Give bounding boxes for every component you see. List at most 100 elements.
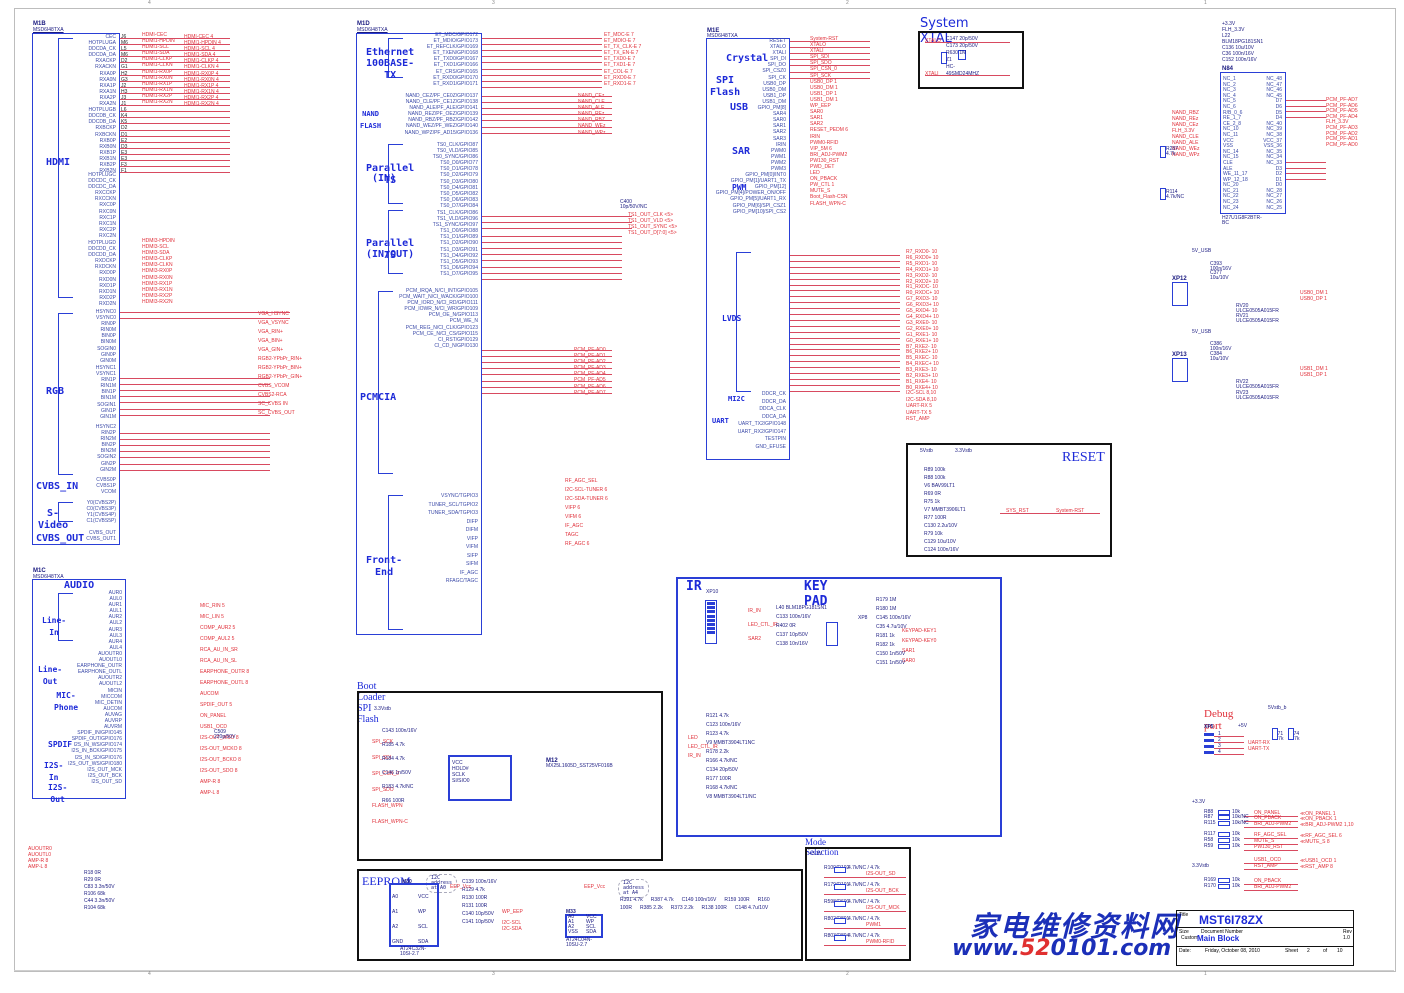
pin-name: TS0_D4/GPIO81 (440, 184, 478, 191)
ir-connector-xp10[interactable] (705, 600, 717, 644)
pin-name: AUL3 (109, 632, 122, 639)
part-label: BLM18PG181SN1 (1222, 39, 1264, 45)
net-label: SAR1 (810, 115, 824, 122)
supply-label: +3.3V (1192, 799, 1206, 805)
ref-designator: M1D (357, 21, 370, 27)
sheet-number: 2 (1307, 948, 1310, 954)
pin-name: BIN2P (101, 442, 116, 449)
debug-pin: 4 (1204, 750, 1244, 755)
offpage-connector: R0_RXDC+ 10 (906, 290, 940, 297)
pin-name: RXD2N (99, 300, 116, 307)
ir-keypad-box (676, 577, 1002, 837)
wire (482, 86, 602, 88)
keypad-connector-xp8[interactable] (826, 622, 838, 646)
pin-number: M6 (121, 40, 128, 47)
zone-label: 3 (492, 0, 495, 6)
part-label: C150 1n/50V (876, 651, 906, 657)
pin-name: VSYNC1 (95, 371, 116, 378)
pin-name: D0 (1275, 182, 1282, 189)
resistor-r114 (1160, 188, 1166, 200)
section-title-debug-port: Debug port (1204, 708, 1234, 732)
part-label: R88 100k (924, 475, 946, 481)
pin-name: SAR3 (772, 135, 786, 142)
offpage-connector: USB0_DP 1 (1300, 296, 1327, 302)
net-label: ON_PANEL (1254, 810, 1281, 816)
pin-name: HOLD# (452, 766, 469, 772)
offpage-connector: ET_MDIO-E 7 (604, 38, 636, 45)
pin-name: RXBCKP (95, 125, 116, 132)
wire (482, 242, 622, 244)
section-label-nand: NAND FLASH (360, 110, 382, 130)
net-label: PCM_PF-AD7 (1326, 97, 1358, 103)
offpage-connector: G0_RXE1+ 10 (906, 337, 939, 344)
wire (1286, 111, 1326, 113)
net-label: KEYPAD-KEY1 (902, 628, 937, 634)
pin-name: A0 (392, 894, 399, 900)
net-label: HDMI1-CLKP (142, 56, 173, 63)
pin-name: RXB1P (99, 149, 116, 156)
resistor (834, 901, 846, 907)
net-label: SYS_RST (1006, 508, 1029, 514)
ic-body-m1e (706, 38, 790, 460)
usb-connector-xp13[interactable] (1172, 358, 1188, 382)
net-label: EARPHONE_OUTL 8 (200, 680, 249, 686)
pin-name: GPIO_PM[12] (754, 184, 786, 191)
group-bracket (58, 593, 73, 641)
net-label: PWD_DET (810, 163, 835, 170)
wire (1214, 742, 1244, 743)
net-label: LED (810, 170, 820, 177)
net-label: AMP-L 8 (200, 790, 220, 796)
pin-name: RXACKP (95, 58, 116, 65)
wire (120, 68, 230, 70)
connector-pin (707, 602, 715, 605)
net-label: PWM1 (866, 922, 881, 928)
wire (120, 439, 270, 441)
reset-box (906, 443, 1112, 557)
usb-connector-xp12[interactable] (1172, 282, 1188, 306)
pin-name: A2 (568, 924, 575, 930)
supply-label: +3.3V (809, 851, 823, 857)
offpage-connector: R4_RXD1+ 10 (906, 266, 939, 273)
net-label: HDMI3-RX0N (142, 274, 173, 281)
size-value: Custom (1181, 935, 1199, 941)
pin-number: L5 (121, 46, 127, 53)
group-bracket (388, 495, 403, 630)
ic-body-n84 (1220, 72, 1286, 214)
zone-ruler-bottom: 4 3 2 1 (14, 970, 1394, 979)
pin-name: MICIN (107, 687, 122, 694)
pin-name: RFAGC/TAGC (445, 578, 478, 584)
pin-name: RXD0N (99, 276, 116, 283)
part-label: R166 4.7k/NC (706, 758, 738, 764)
part-label: C44 3.3n/50V (84, 898, 115, 904)
pin-name: NC_15 (1223, 154, 1239, 161)
pin-number: J6 (121, 34, 127, 40)
ref-designator: N84 (1222, 66, 1234, 72)
pin-name: PWM0 (771, 147, 786, 154)
pin-name: RXD0P (99, 270, 116, 277)
wire (120, 147, 230, 149)
part-label: C36 100n/16V (1222, 51, 1254, 57)
offpage-connector: ET_RXD0-E 7 (604, 74, 636, 81)
offpage-connector: ≪BRI_ADJ-PWM2 1,10 (1300, 822, 1354, 828)
pin-name: NC_38 (1266, 131, 1282, 138)
net-label: SPI_CSN_0 (372, 771, 399, 777)
part-label: C137 10p/50V (776, 632, 808, 638)
pin-name: AUL1 (109, 608, 122, 615)
net-label: HDMI3-CLKN (142, 262, 173, 269)
pin-name: RXB2P (99, 161, 116, 168)
tvs-label: RV20 ULCE0505A015FR (1236, 303, 1279, 314)
pin-name: AUL0 (109, 596, 122, 603)
watermark-url-suffix: 0101.com (1050, 936, 1172, 961)
pin-name: HSYNC1 (95, 365, 116, 371)
net-label: EEP_Vcc (450, 884, 472, 890)
part-label: C151 1n/50V (876, 660, 906, 666)
pin-name: DDCDD_DA (88, 252, 116, 259)
